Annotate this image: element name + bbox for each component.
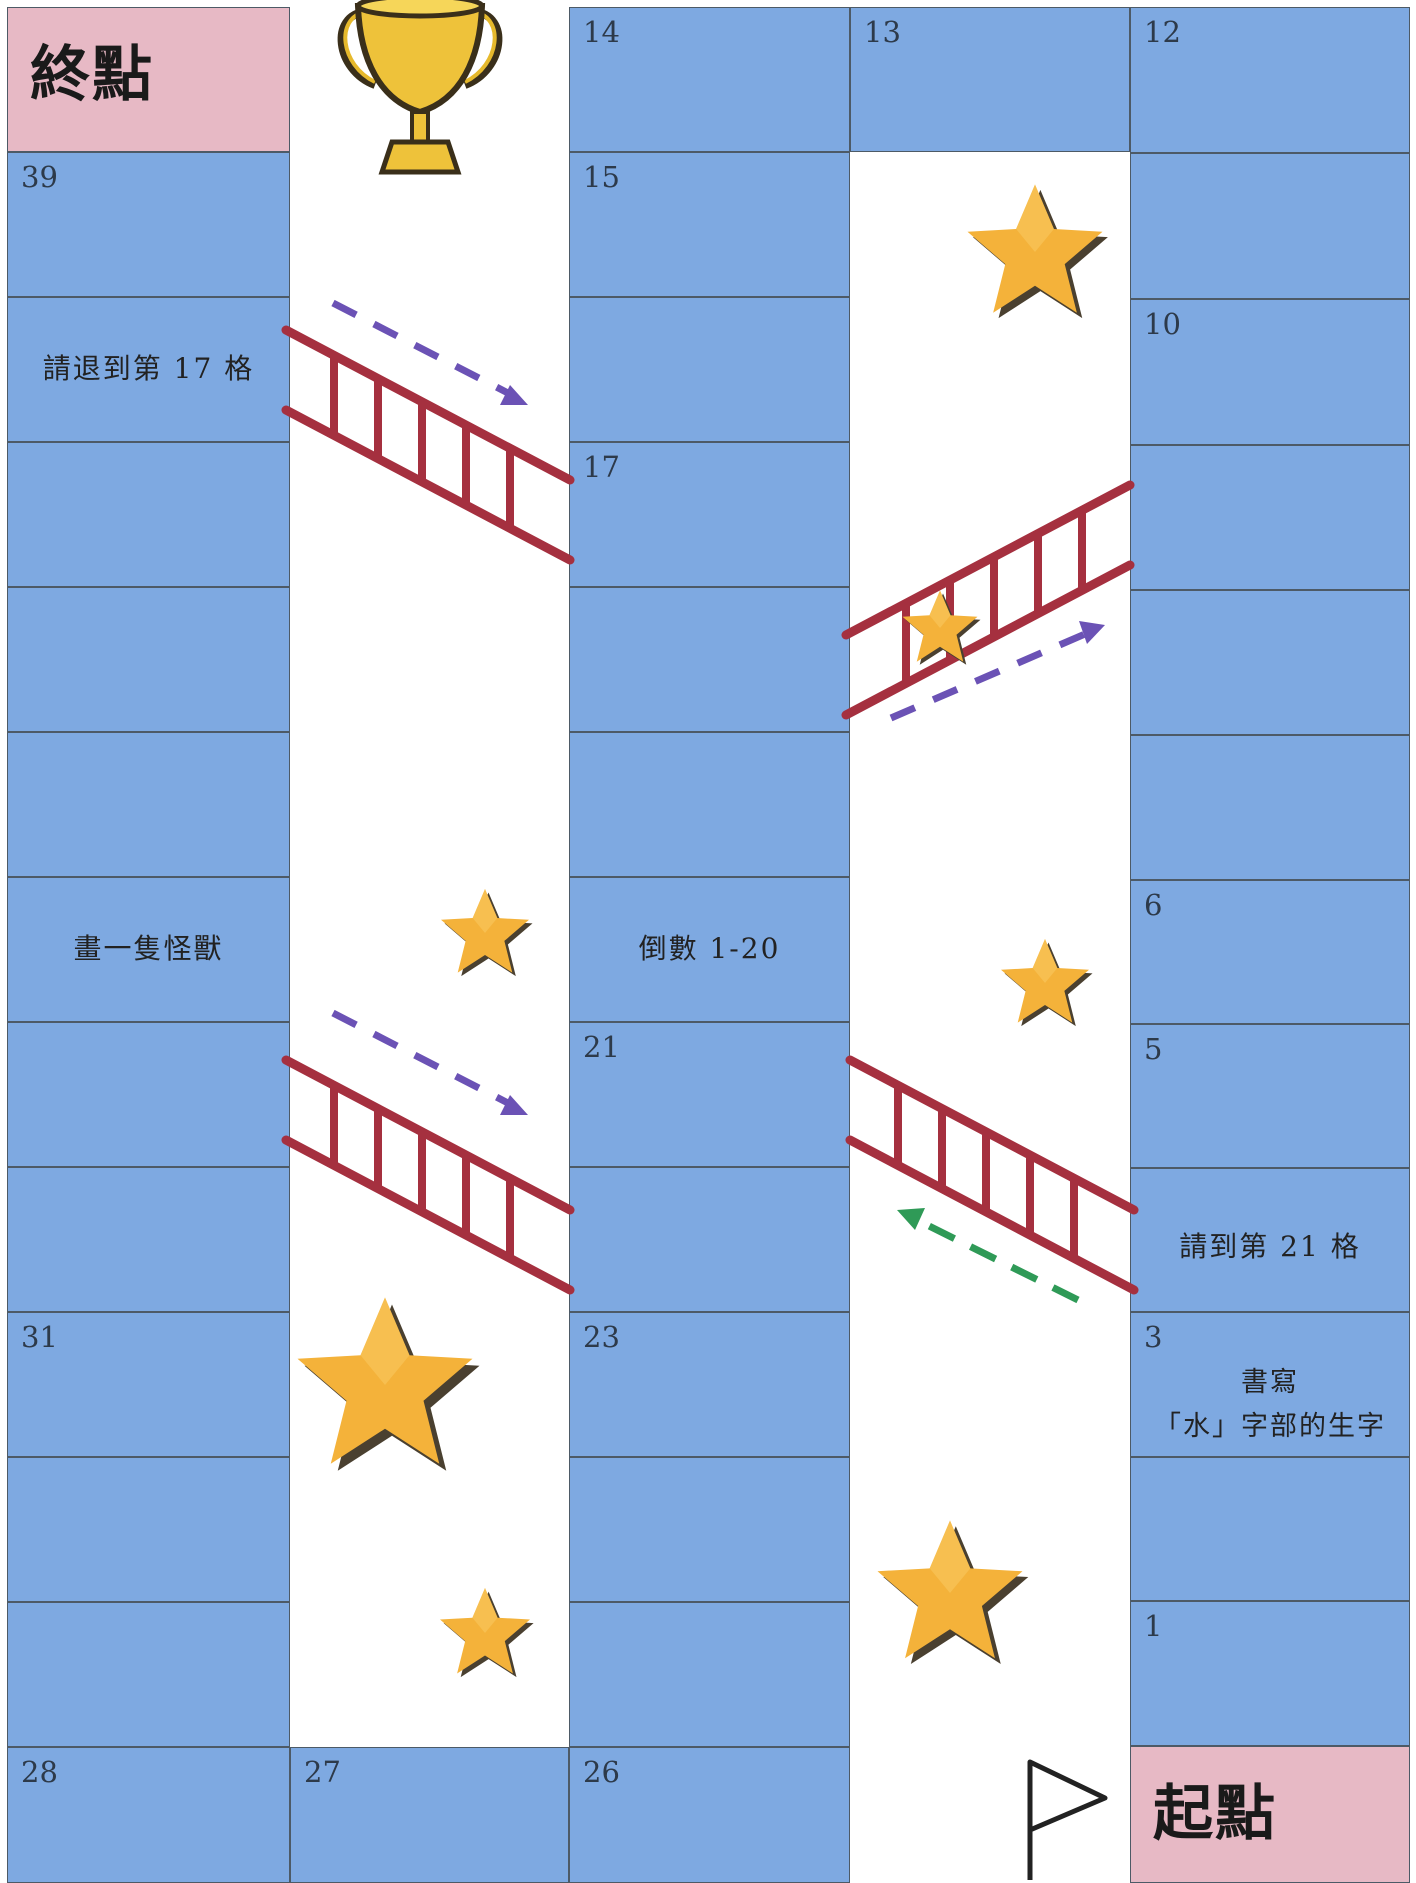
cell-15[interactable]: 15 — [569, 152, 850, 297]
cell-board[interactable] — [7, 732, 290, 877]
star-icon — [1001, 939, 1093, 1027]
start-cell[interactable]: 起點 — [1130, 1746, 1410, 1883]
cell-39[interactable]: 39 — [7, 152, 290, 297]
cell-number: 10 — [1144, 307, 1181, 341]
cell-10[interactable]: 10 — [1130, 299, 1410, 445]
cell-number: 6 — [1144, 888, 1163, 922]
cell-3[interactable]: 3 書寫 「水」字部的生字 — [1130, 1312, 1410, 1457]
arrow-icon — [331, 299, 528, 405]
ladder — [286, 1060, 570, 1290]
cell-number: 31 — [21, 1320, 58, 1354]
cell-board[interactable] — [7, 1167, 290, 1312]
cell-number: 13 — [864, 15, 901, 49]
cell-board[interactable] — [7, 1602, 290, 1747]
finish-cell[interactable]: 終點 — [7, 7, 290, 152]
cell-instruction: 書寫 「水」字部的生字 — [1131, 1313, 1409, 1456]
cell-number: 21 — [583, 1030, 620, 1064]
cell-13[interactable]: 13 — [850, 7, 1130, 152]
cell-board[interactable] — [7, 1457, 290, 1602]
cell-17[interactable]: 17 — [569, 442, 850, 587]
cell-number: 12 — [1144, 15, 1181, 49]
start-label: 起點 — [1153, 1779, 1277, 1849]
instruction-line: 書寫 — [1241, 1367, 1299, 1399]
cell-board[interactable] — [569, 732, 850, 877]
cell-board[interactable] — [1130, 153, 1410, 299]
cell-instruction: 請到第 21 格 — [1179, 1229, 1361, 1263]
cell-26[interactable]: 26 — [569, 1747, 850, 1883]
cell-instruction: 畫一隻怪獸 — [73, 932, 224, 966]
cell-board[interactable] — [569, 587, 850, 732]
cell-board[interactable] — [1130, 1457, 1410, 1601]
cell-board[interactable] — [569, 1457, 850, 1602]
cell-board[interactable] — [7, 1022, 290, 1167]
cell-board[interactable] — [569, 1167, 850, 1312]
cell-number: 17 — [583, 450, 620, 484]
star-icon — [440, 1588, 534, 1678]
cell-number: 39 — [21, 160, 58, 194]
cell-28[interactable]: 28 — [7, 1747, 290, 1883]
cell-number: 26 — [583, 1755, 620, 1789]
cell-instruction: 請退到第 17 格 — [42, 352, 255, 386]
star-icon — [441, 889, 533, 977]
cell-board[interactable] — [1130, 445, 1410, 590]
cell-number: 1 — [1144, 1609, 1163, 1643]
cell-board[interactable] — [1130, 735, 1410, 880]
cell-number: 3 — [1144, 1320, 1163, 1354]
cell-5[interactable]: 5 — [1130, 1024, 1410, 1168]
arrow-icon — [897, 1208, 1080, 1304]
ladder — [286, 330, 570, 560]
cell-31[interactable]: 31 — [7, 1312, 290, 1457]
cell-1[interactable]: 1 — [1130, 1601, 1410, 1746]
cell-21[interactable]: 21 — [569, 1022, 850, 1167]
cell-number: 15 — [583, 160, 620, 194]
cell-27[interactable]: 27 — [290, 1747, 569, 1883]
cell-number: 27 — [304, 1755, 341, 1789]
cell-draw-monster[interactable]: 畫一隻怪獸 — [7, 877, 290, 1022]
cell-board[interactable] — [1130, 590, 1410, 735]
cell-board[interactable] — [569, 297, 850, 442]
cell-instruction: 倒數 1-20 — [638, 932, 781, 966]
star-icon — [877, 1520, 1029, 1665]
cell-6[interactable]: 6 — [1130, 880, 1410, 1024]
cell-14[interactable]: 14 — [569, 7, 850, 152]
arrow-icon — [889, 621, 1105, 722]
cell-go-back-17[interactable]: 請退到第 17 格 — [7, 297, 290, 442]
star-icon — [297, 1297, 480, 1471]
trophy-icon — [337, 0, 503, 175]
finish-label: 終點 — [30, 40, 154, 110]
cell-board[interactable] — [569, 1602, 850, 1747]
cell-12[interactable]: 12 — [1130, 7, 1410, 153]
cell-number: 5 — [1144, 1032, 1163, 1066]
instruction-line: 「水」字部的生字 — [1154, 1410, 1386, 1442]
cell-number: 14 — [583, 15, 620, 49]
star-icon — [967, 184, 1108, 319]
cell-23[interactable]: 23 — [569, 1312, 850, 1457]
ladder — [846, 485, 1130, 715]
cell-number: 28 — [21, 1755, 58, 1789]
arrow-icon — [331, 1009, 528, 1115]
cell-count-down[interactable]: 倒數 1-20 — [569, 877, 850, 1022]
cell-go-to-21[interactable]: 請到第 21 格 — [1130, 1168, 1410, 1312]
cell-board[interactable] — [7, 587, 290, 732]
flag-icon — [1027, 1759, 1108, 1880]
cell-number: 23 — [583, 1320, 620, 1354]
cell-board[interactable] — [7, 442, 290, 587]
